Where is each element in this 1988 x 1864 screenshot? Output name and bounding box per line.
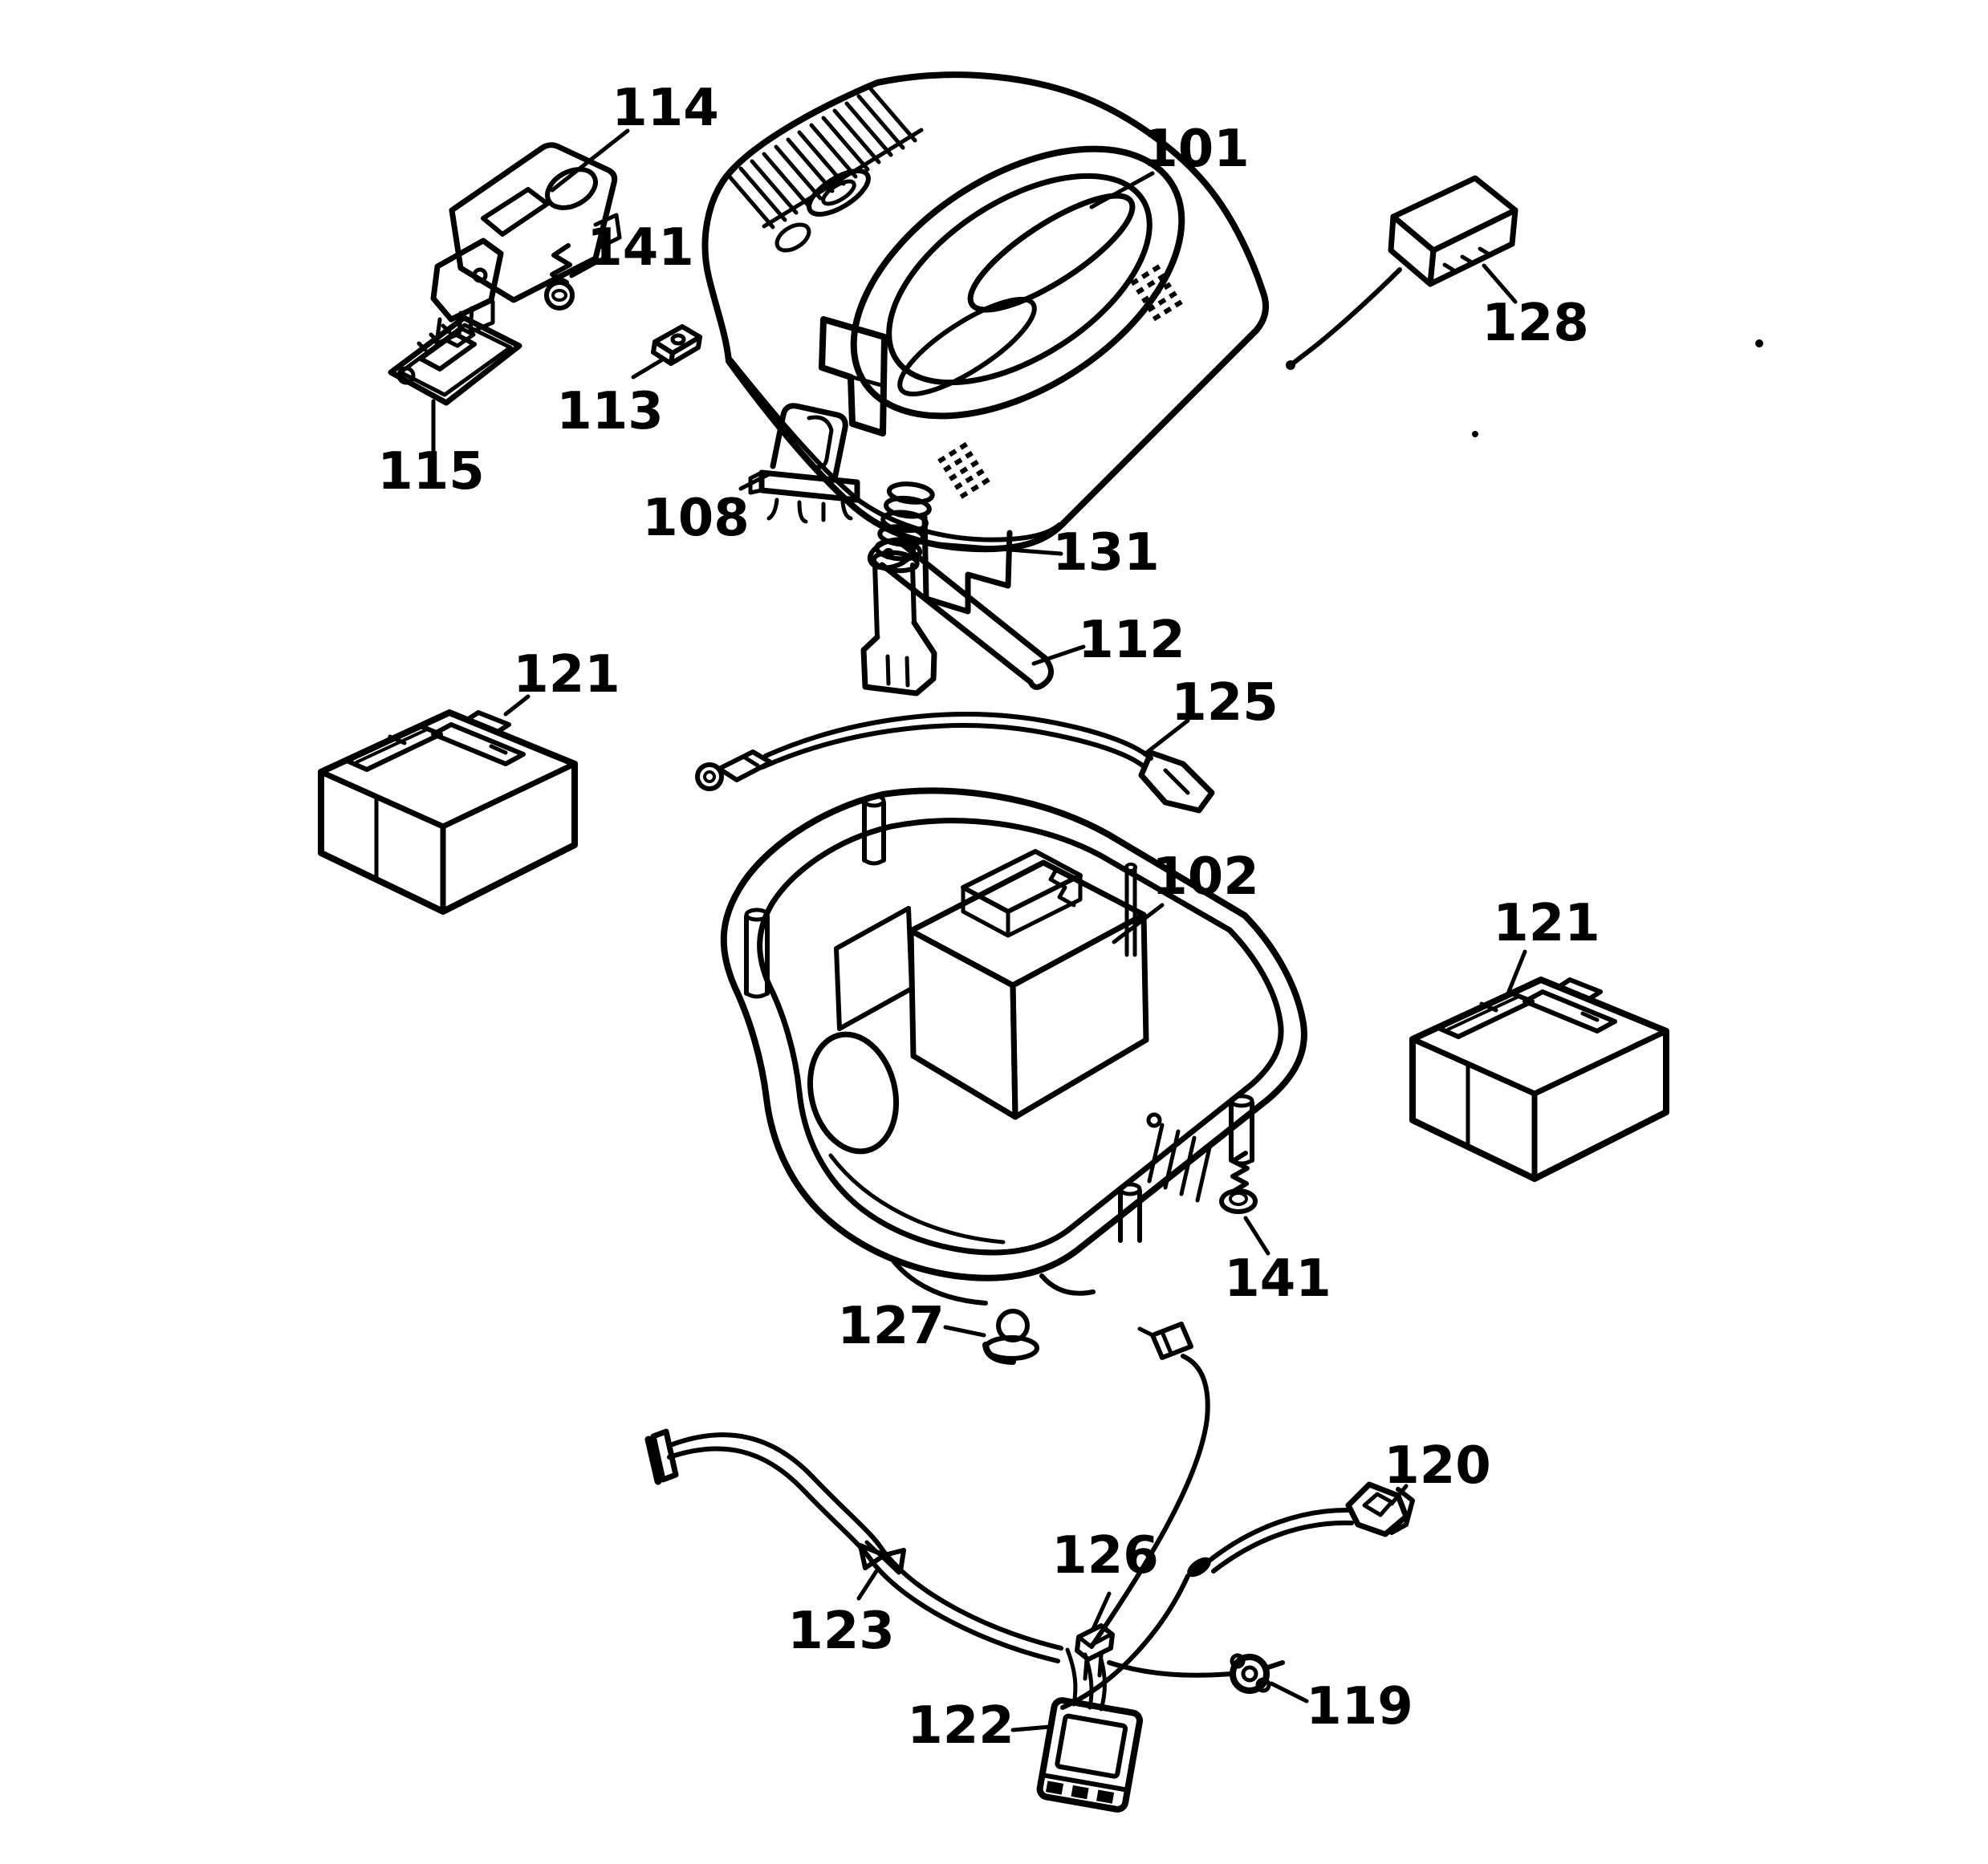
leader-114 [550,128,630,193]
wire-harness-drawing [644,1322,1415,1813]
leader-128 [1482,263,1518,304]
part-label-122: 122 [907,1696,1014,1756]
part-125-cable-drawing [695,712,1215,814]
part-120-cable-drawing [1208,1481,1415,1574]
leader-141-top [569,256,606,278]
harness-connector-drawing [1137,1322,1193,1360]
leader-101 [1089,171,1155,209]
leader-121-right [1504,949,1527,1000]
part-108-drawing [748,403,860,524]
leader-113 [631,358,664,380]
leader-122 [1010,1724,1052,1732]
print-dot [1755,339,1763,347]
part-label-112: 112 [1078,611,1185,670]
leader-141-bottom [1243,1216,1270,1256]
leader-123 [856,1569,879,1601]
part-122-switch-drawing [1036,1697,1144,1813]
cover-handle-recess-inner [886,173,1153,386]
part-127-grommet-drawing [982,1309,1039,1365]
part-121-battery-right-drawing [1413,980,1666,1179]
part-label-121-left: 121 [513,645,620,705]
leader-120 [1389,1484,1409,1506]
leader-125 [1142,718,1190,757]
leader-126 [1091,1591,1112,1631]
part-label-128: 128 [1482,294,1589,353]
part-128-adapter-drawing [1286,175,1518,370]
part-113-drawing [651,324,702,366]
cover-vent-grid-right [1130,264,1183,322]
part-label-102: 102 [1152,847,1259,907]
leader-127 [943,1325,986,1338]
part-label-141-bottom: 141 [1224,1249,1331,1309]
part-126-tab-drawing [1075,1623,1115,1681]
leader-121-left [503,694,531,717]
part-123-clip-drawing [858,1540,906,1575]
leader-102 [1112,903,1165,944]
part-label-123: 123 [787,1602,895,1661]
part-label-120: 120 [1384,1436,1491,1496]
part-141-bottom-screw-drawing [1219,1151,1258,1214]
cover-handle-slot [967,193,1136,313]
part-label-127: 127 [837,1297,945,1356]
part-label-119: 119 [1306,1677,1413,1736]
leader-112 [1031,644,1086,666]
cover-vent-grid-bottom [937,441,990,499]
part-label-108: 108 [642,489,750,548]
base-motor-mount [834,849,1149,1120]
adapter-cord [1291,267,1402,365]
part-label-113: 113 [556,382,664,441]
cover-front-notch [819,316,888,437]
leader-108 [738,472,771,491]
part-101-cover-drawing [701,71,1269,615]
part-label-115: 115 [377,442,485,502]
part-119-grommet-drawing [1230,1653,1271,1694]
part-label-121-right: 121 [1493,894,1600,953]
part-label-125: 125 [1171,673,1279,733]
part-label-131: 131 [1052,523,1160,583]
part-121-battery-drawing [318,709,578,915]
part-label-114: 114 [612,79,719,138]
leader-131 [935,542,1063,556]
part-102-base-drawing [720,787,1307,1306]
leader-119 [1269,1681,1309,1704]
part-115-drawing [388,315,522,406]
callout-leader-lines [431,128,1527,1732]
part-141-top-screw-drawing [544,243,575,311]
base-side-handle-hole [807,1031,900,1155]
part-label-126: 126 [1051,1526,1159,1586]
base-fins [1147,1123,1213,1203]
print-dot [1472,431,1478,437]
part-label-141-top: 141 [587,218,694,278]
part-112-drawing [860,537,1054,696]
cover-rib-vents [726,87,924,229]
part-label-101: 101 [1142,120,1250,179]
